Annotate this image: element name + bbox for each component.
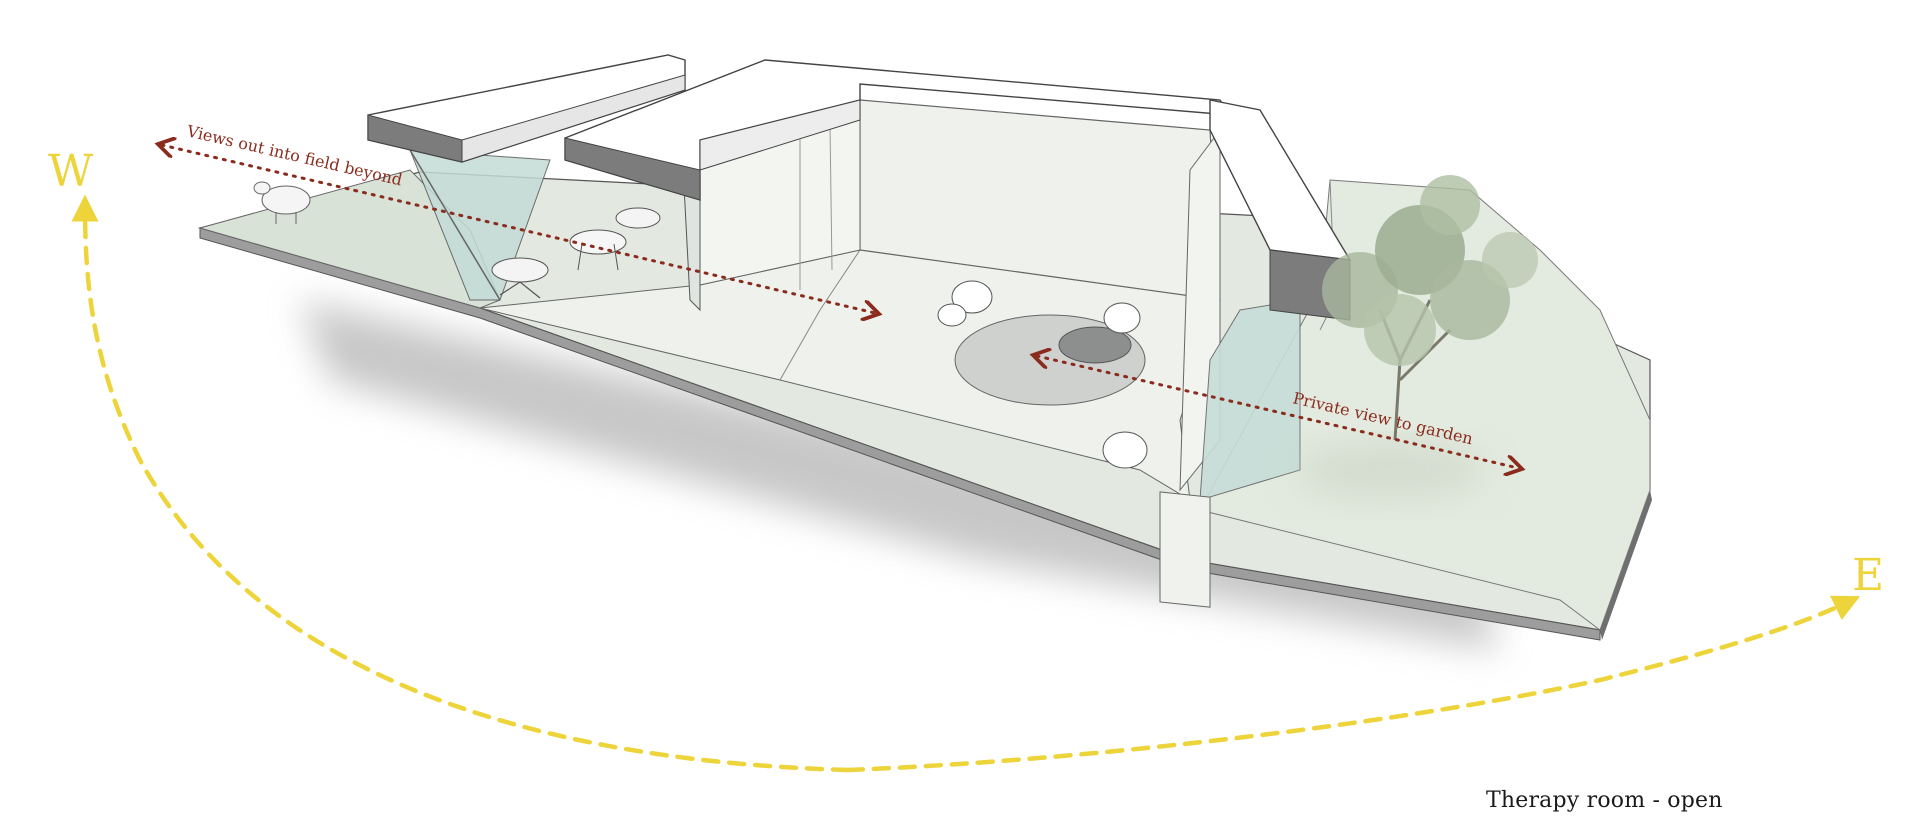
diagram-caption: Therapy room - open (1486, 788, 1723, 813)
view-arrow-garden (1037, 356, 1518, 468)
sun-path-arc (71, 194, 1861, 773)
compass-east-label: E (1852, 550, 1884, 601)
compass-west-label: W (48, 146, 94, 197)
